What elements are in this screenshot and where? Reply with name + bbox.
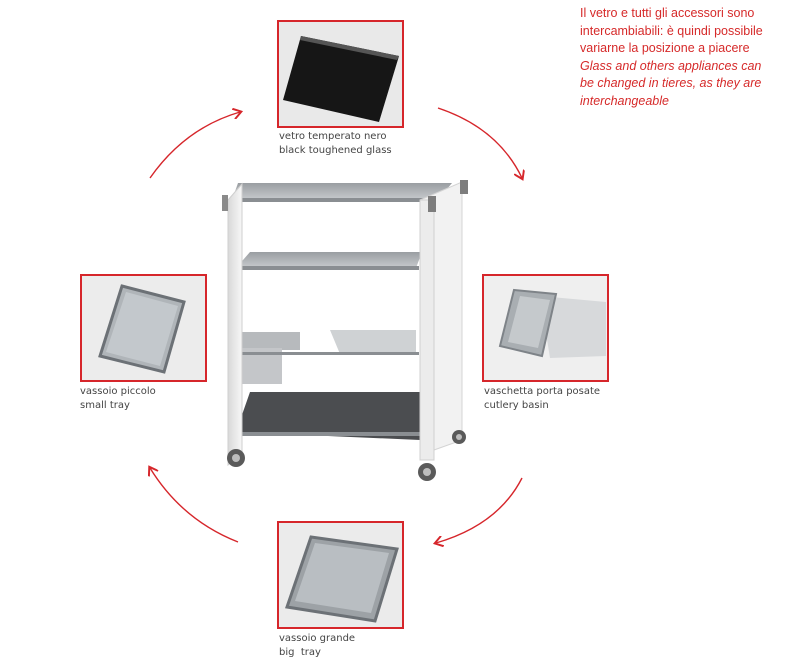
arrow-bottom-left (150, 468, 239, 543)
glass-image-frame (277, 20, 404, 128)
note-en-line-2: be changed in tieres, as they are (580, 76, 762, 90)
note-en-line-3: interchangeable (580, 93, 669, 108)
small-tray-image-frame (80, 274, 207, 382)
black-glass-image (283, 36, 399, 122)
cutlery-basin-caption-it: vaschetta porta posate (484, 386, 601, 397)
trolley (222, 180, 468, 481)
note-it-line-2: intercambiabili: è quindi possibile (580, 23, 763, 38)
arrow-top-left (149, 112, 240, 179)
big-tray-caption: vassoio grande big tray (279, 632, 355, 660)
big-tray-caption-en: big tray (279, 647, 321, 658)
cutlery-basin-caption: vaschetta porta posate cutlery basin (484, 385, 600, 413)
arrow-bottom-right (436, 477, 523, 543)
small-tray-caption: vassoio piccolo small tray (80, 385, 156, 413)
note-it-line-1: Il vetro e tutti gli accessori sono (580, 6, 755, 20)
small-tray-caption-en: small tray (80, 400, 130, 411)
big-tray-image (279, 523, 402, 627)
small-tray-caption-it: vassoio piccolo (80, 386, 156, 397)
small-tray-image (82, 276, 205, 380)
arrow-top-right (437, 107, 522, 178)
glass-caption: vetro temperato nero black toughened gla… (279, 130, 392, 158)
big-tray-caption-it: vassoio grande (279, 633, 356, 644)
cutlery-basin-caption-en: cutlery basin (484, 400, 549, 411)
description-note: Il vetro e tutti gli accessori sono inte… (580, 5, 795, 110)
cutlery-basin-image (484, 276, 607, 380)
cutlery-basin-image-frame (482, 274, 609, 382)
note-en-line-1: Glass and others appliances can (580, 58, 762, 73)
big-tray-image-frame (277, 521, 404, 629)
note-it-line-3: variarne la posizione a piacere (580, 41, 750, 55)
glass-caption-it: vetro temperato nero (279, 131, 387, 142)
glass-caption-en: black toughened glass (279, 145, 392, 156)
